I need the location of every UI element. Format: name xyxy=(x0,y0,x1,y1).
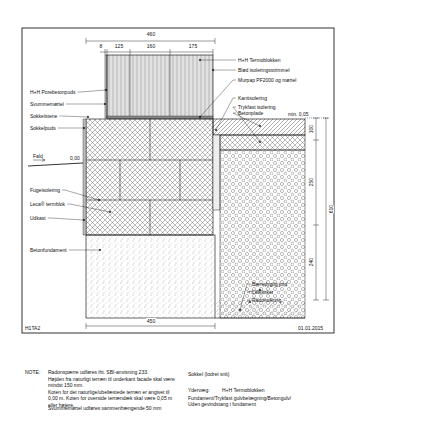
date-label: 01.01.2015 xyxy=(298,325,323,331)
part-label: Radonsikring xyxy=(252,297,281,303)
part-label: Betonplade xyxy=(238,110,263,116)
leader-dot xyxy=(83,219,85,221)
leader-line xyxy=(62,190,99,200)
part-label: Sokkelpuds xyxy=(30,125,56,131)
dimension: 250 xyxy=(308,178,314,186)
dimension: 160 xyxy=(146,43,156,49)
leader-dot xyxy=(199,59,201,61)
dimension: 450 xyxy=(146,318,156,324)
part-label: H+H Porebetonpuds xyxy=(30,89,75,95)
leader-line xyxy=(200,80,236,117)
note-heading: NOTE: xyxy=(25,369,40,375)
part-label: Murpap PF2000 og mørtel xyxy=(238,77,296,83)
leader-line xyxy=(240,284,250,310)
leader-line xyxy=(58,128,84,129)
leader-dot xyxy=(87,116,89,118)
part-label: Letklinker xyxy=(252,289,273,295)
leader-dot xyxy=(105,89,107,91)
leader-line xyxy=(48,218,84,220)
title-block-text: Ydervæg: xyxy=(188,387,210,393)
part-label: Leca® termblok xyxy=(30,201,65,207)
note-text: Koten for det naturlige/ubefæstede terræ… xyxy=(48,389,178,408)
leader-dot xyxy=(239,309,241,311)
leader-dot xyxy=(98,199,100,201)
title-block-text: Sokkel (lodret snit) xyxy=(188,371,229,377)
part-label: Fugeisolering xyxy=(30,187,60,193)
note-text: Højden fra naturligt terræn til underkan… xyxy=(48,376,178,389)
part-label: Svummemørtel xyxy=(30,101,64,107)
leader-line xyxy=(216,98,236,130)
leader-line xyxy=(69,250,100,251)
leader-dot xyxy=(249,301,251,303)
leader-line xyxy=(77,90,106,92)
dimension: 8 xyxy=(99,43,104,49)
level-label: min. 0,05 xyxy=(288,111,309,117)
leader-dot xyxy=(215,129,217,131)
level-label: 0,00 xyxy=(70,155,80,161)
leader-dot xyxy=(212,69,214,71)
leader-line xyxy=(59,116,88,117)
part-label: Blød isoleringsstrimmel xyxy=(238,67,290,73)
part-label: Trykfast isolering xyxy=(238,104,276,110)
leader-dot xyxy=(83,127,85,129)
leader-line xyxy=(67,204,110,212)
part-label: H+H Termoblokken xyxy=(238,57,281,63)
title-block-text: Fundament/Trykfast gulvbelægning/Betongu… xyxy=(188,395,298,408)
leader-dot xyxy=(104,103,106,105)
leader-line xyxy=(66,104,105,105)
leader-dot xyxy=(99,249,101,251)
note-text: Radonspærre udføres iht. SBI-anvisning 2… xyxy=(48,369,178,375)
dimension: 610 xyxy=(328,205,334,213)
note-text: Svummemørtel udføres sammenhængende 50 m… xyxy=(48,405,178,411)
leader-line xyxy=(213,70,236,71)
leader-dot xyxy=(259,141,261,143)
leader-dot xyxy=(259,125,261,127)
dimension: 125 xyxy=(114,43,124,49)
slope-label: Fald xyxy=(33,153,43,159)
drawing-number: H1TA2 xyxy=(25,325,40,331)
leader-dot xyxy=(109,211,111,213)
part-label: Bæredygtig jord xyxy=(252,281,287,287)
dimension: 460 xyxy=(146,31,156,37)
part-label: Betonfundament xyxy=(30,247,67,253)
title-block-text: H+H Termoblokken xyxy=(222,387,265,393)
part-label: Sokkelstene xyxy=(30,113,57,119)
leader-line xyxy=(247,300,250,302)
part-label: Udkast xyxy=(30,215,46,221)
leader-line xyxy=(200,60,236,61)
dimension: 240 xyxy=(308,258,314,266)
dimension: 175 xyxy=(188,43,198,49)
part-label: Kantisolering xyxy=(238,95,267,101)
dimension: 100 xyxy=(308,125,314,133)
leader-dot xyxy=(199,116,201,118)
